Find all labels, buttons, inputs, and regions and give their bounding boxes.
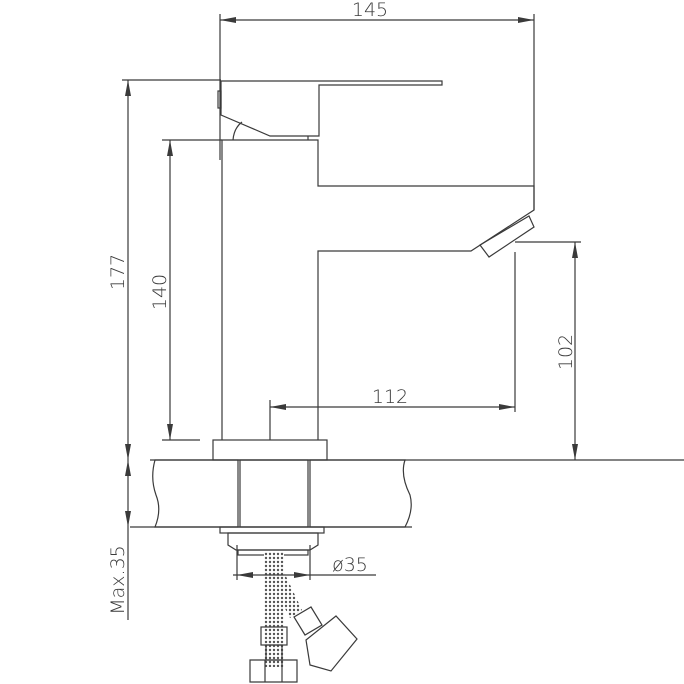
dimension-140: 140 xyxy=(149,139,222,441)
supply-hoses xyxy=(249,552,358,683)
countertop-section xyxy=(130,459,684,556)
mounting-shank xyxy=(239,459,309,528)
dimension-label: 140 xyxy=(149,274,171,310)
dimension-102: 102 xyxy=(515,241,581,460)
dimension-max-35: Max.35 xyxy=(107,460,131,620)
dimension-label: 112 xyxy=(372,386,408,408)
aerator xyxy=(479,215,535,258)
lock-nut xyxy=(227,532,319,551)
dimension-112: 112 xyxy=(269,252,516,440)
dimension-label: 145 xyxy=(352,0,388,21)
dimension-label: Max.35 xyxy=(107,545,129,615)
dimension-145: 145 xyxy=(219,0,535,210)
base-plate xyxy=(212,439,328,461)
dimension-label: 102 xyxy=(555,334,577,370)
dimension-label: 177 xyxy=(107,254,129,290)
dimension-diameter-35: ø35 xyxy=(233,545,376,580)
dimension-177: 177 xyxy=(107,79,221,460)
dimension-label: ø35 xyxy=(332,554,368,576)
